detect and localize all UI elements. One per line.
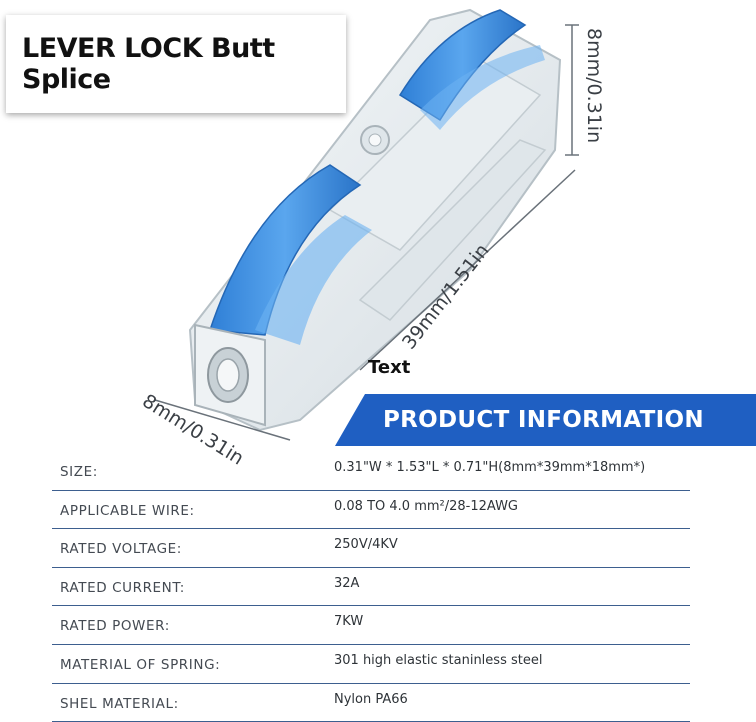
spec-row-power: RATED POWER: 7KW [52,606,690,645]
dimension-height-label: 8mm/0.31in [583,28,605,144]
spec-value: 0.08 TO 4.0 mm²/28-12AWG [334,498,518,514]
spec-value: 250V/4KV [334,537,398,553]
spec-label: MATERIAL OF SPRING: [60,656,221,673]
spec-row-current: RATED CURRENT: 32A [52,568,690,607]
spec-row-voltage: RATED VOLTAGE: 250V/4KV [52,529,690,568]
page-title: LEVER LOCK Butt Splice [22,33,275,95]
spec-row-shell: SHEL MATERIAL: Nylon PA66 [52,684,690,722]
spec-value: 0.31"W * 1.53"L * 0.71"H(8mm*39mm*18mm*) [334,460,646,475]
spec-row-spring: MATERIAL OF SPRING: 301 high elastic sta… [52,645,690,684]
spec-table: SIZE: 0.31"W * 1.53"L * 0.71"H(8mm*39mm*… [52,452,690,722]
product-information-banner: PRODUCT INFORMATION [335,394,756,446]
title-card: LEVER LOCK Butt Splice [6,15,346,113]
spec-label: SIZE: [60,464,98,480]
banner-title: PRODUCT INFORMATION [383,407,704,433]
spec-label: RATED POWER: [60,618,170,635]
spec-value: 301 high elastic staninless steel [334,652,543,668]
spec-value: 7KW [334,614,364,630]
spec-value: 32A [334,575,360,591]
spec-label: RATED CURRENT: [60,579,185,596]
spec-value: Nylon PA66 [334,691,408,707]
spec-label: APPLICABLE WIRE: [60,502,195,519]
spec-row-wire: APPLICABLE WIRE: 0.08 TO 4.0 mm²/28-12AW… [52,491,690,530]
overlay-text-label: Text [368,357,411,378]
spec-label: RATED VOLTAGE: [60,541,182,558]
spec-label: SHEL MATERIAL: [60,695,179,712]
spec-row-size: SIZE: 0.31"W * 1.53"L * 0.71"H(8mm*39mm*… [52,452,690,491]
